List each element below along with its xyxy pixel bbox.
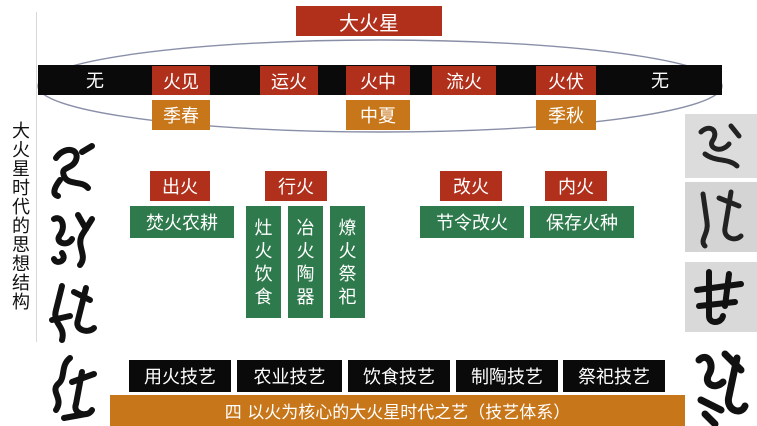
category-neihuo: 内火 — [545, 171, 607, 201]
bottom-banner: 四 以火为核心的大火星时代之艺（技艺体系） — [110, 395, 685, 426]
category-gaihuo: 改火 — [440, 171, 502, 201]
ancient-rubbing-image-4 — [685, 340, 757, 426]
top-title: 大火星 — [296, 6, 442, 36]
stage-yunhuo: 运火 — [260, 66, 318, 95]
vertical-item-yehuo: 冶火陶器 — [288, 206, 323, 318]
season-jichun: 季春 — [152, 100, 210, 130]
stage-liuhuo: 流火 — [432, 66, 496, 95]
vertical-item-liaohuo: 燎火祭祀 — [330, 206, 365, 318]
ancient-glyph-image-2 — [51, 212, 95, 268]
category-chuhuo: 出火 — [150, 171, 210, 201]
sub-fenhuo-nonggeng: 焚火农耕 — [130, 206, 234, 238]
skill-yinshi: 饮食技艺 — [348, 360, 450, 392]
stage-huofu: 火伏 — [536, 66, 596, 95]
sub-jieling-gaihuo: 节令改火 — [420, 206, 524, 238]
ancient-rubbing-image-1 — [685, 114, 757, 178]
ancient-rubbing-image-3 — [685, 262, 757, 332]
side-title: 大火星时代的思想结构 — [12, 121, 30, 313]
stage-huozhong: 火中 — [346, 66, 410, 95]
sub-baocun-huozhong: 保存火种 — [530, 206, 634, 238]
skill-yonghuo: 用火技艺 — [129, 360, 231, 392]
stage-huojian: 火见 — [152, 66, 210, 95]
ancient-glyph-image-4 — [52, 355, 97, 421]
ancient-glyph-image-1 — [51, 143, 95, 199]
skill-zhitao: 制陶技艺 — [456, 360, 558, 392]
season-zhongxia: 中夏 — [346, 100, 410, 130]
category-xinghuo: 行火 — [265, 171, 327, 201]
vertical-item-zaohuo: 灶火饮食 — [246, 206, 281, 318]
skill-nongye: 农业技艺 — [237, 360, 342, 392]
ancient-rubbing-image-2 — [685, 182, 757, 252]
season-jiqiu: 季秋 — [536, 100, 596, 130]
band-left-end: 无 — [86, 71, 104, 92]
ancient-glyph-image-3 — [49, 283, 97, 343]
band-right-end: 无 — [651, 71, 669, 92]
skill-jisi: 祭祀技艺 — [563, 360, 665, 392]
left-divider — [36, 12, 37, 342]
